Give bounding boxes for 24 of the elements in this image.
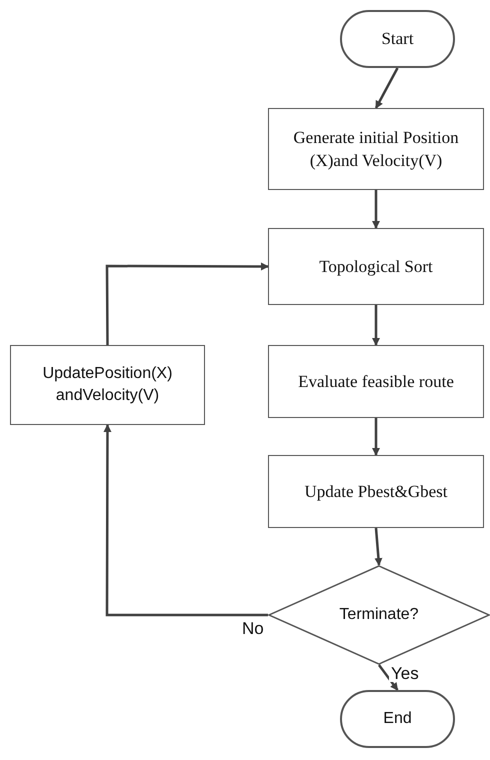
node-text: Terminate? bbox=[339, 605, 419, 625]
node-text: Evaluate feasible route bbox=[298, 370, 454, 393]
node-text: Start bbox=[381, 28, 414, 50]
process-box bbox=[268, 108, 484, 190]
edge-label: No bbox=[240, 620, 266, 637]
process-box bbox=[10, 345, 205, 425]
node-text: Update Pbest&Gbest bbox=[304, 480, 448, 503]
arrow bbox=[103, 424, 268, 616]
node-text: Topological Sort bbox=[319, 256, 433, 278]
arrow bbox=[372, 190, 380, 229]
edge-label: Yes bbox=[389, 665, 421, 682]
arrow bbox=[106, 262, 269, 345]
arrow bbox=[374, 67, 399, 109]
process-box bbox=[268, 228, 484, 305]
arrow bbox=[374, 528, 382, 566]
arrow bbox=[378, 664, 398, 691]
node-text: UpdatePosition(X) andVelocity(V) bbox=[42, 364, 174, 406]
process-box bbox=[268, 345, 484, 418]
arrow bbox=[372, 305, 380, 346]
arrow bbox=[372, 418, 380, 456]
node-text: Generate initial Position (X)and Velocity(V) bbox=[292, 126, 460, 172]
process-box bbox=[268, 455, 484, 528]
node-text: End bbox=[383, 709, 412, 729]
decision-diamond bbox=[268, 565, 490, 665]
